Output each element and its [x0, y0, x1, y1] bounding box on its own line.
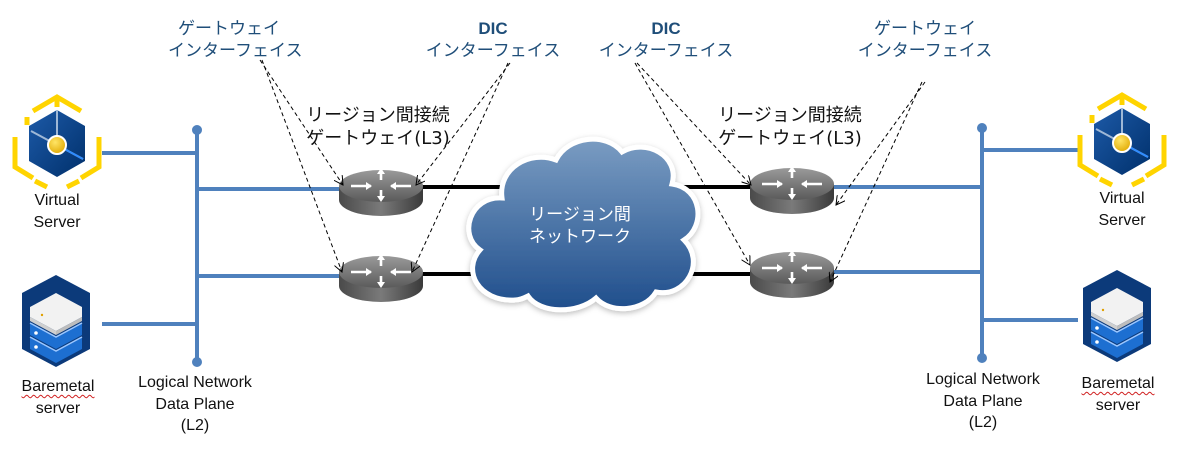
label-line: server — [35, 399, 81, 417]
dic-interface-right-label: DIC インターフェイス — [596, 18, 736, 62]
label-line: ゲートウェイ — [874, 19, 976, 39]
inter-region-gateway-right-label: リージョン間接続 ゲートウェイ(L3) — [705, 104, 875, 151]
label-line: Logical Network — [138, 374, 252, 391]
label-line: リージョン間接続 — [718, 105, 862, 126]
label-line: ネットワーク — [529, 227, 631, 248]
label-line: リージョン間接続 — [306, 105, 450, 126]
baremetal-right-label: Baremetal server — [1068, 373, 1168, 416]
label-line: Baremetal — [1081, 375, 1155, 392]
logical-network-left-label: Logical Network Data Plane (L2) — [120, 372, 270, 437]
callout-arrows — [259, 59, 926, 282]
gateway-interface-right-label: ゲートウェイ インターフェイス — [855, 18, 995, 62]
baremetal-left-label: Baremetal server — [8, 376, 108, 419]
label-line: DIC — [651, 19, 681, 38]
gateway-interface-left-label: ゲートウェイ インターフェイス — [168, 18, 303, 62]
label-line: ゲートウェイ(L3) — [306, 128, 450, 150]
label-line: (L2) — [968, 414, 998, 432]
l2-bus-left-top-endpoint — [192, 125, 202, 135]
label-line: インターフェイス — [598, 41, 734, 62]
l2-bus-right-top-endpoint — [977, 123, 987, 133]
router-right-bottom — [748, 248, 836, 300]
baremetal-left-icon — [21, 274, 91, 368]
dic-interface-left-label: DIC インターフェイス — [423, 18, 563, 62]
virtual-server-left-label: Virtual Server — [10, 190, 104, 233]
router-right-top — [748, 164, 836, 216]
label-line: Server — [1098, 211, 1146, 229]
label-line: Baremetal — [21, 378, 95, 395]
router-left-bottom — [337, 252, 425, 304]
virtual-server-left-icon — [15, 97, 99, 187]
label-line: ゲートウェイ(L3) — [718, 128, 862, 150]
label-line: Data Plane — [943, 392, 1023, 410]
label-line: Server — [33, 213, 81, 231]
l2-bus-left-bottom-endpoint — [192, 357, 202, 367]
virtual-server-right-icon — [1080, 95, 1164, 185]
logical-network-right-label: Logical Network Data Plane (L2) — [908, 369, 1058, 434]
l2-bus-right — [833, 128, 1078, 358]
label-line: インターフェイス — [425, 41, 561, 62]
l2-bus-left — [102, 130, 342, 362]
router-left-top — [337, 166, 425, 218]
label-line: ゲートウェイ — [178, 19, 280, 39]
label-line: Logical Network — [926, 371, 1040, 388]
cloud-label: リージョン間 ネットワーク — [510, 204, 650, 248]
label-line: インターフェイス — [857, 41, 993, 62]
l2-bus-right-bottom-endpoint — [977, 353, 987, 363]
label-line: Data Plane — [155, 395, 235, 413]
cloud-icon — [466, 136, 701, 313]
label-line: DIC — [478, 19, 508, 38]
baremetal-right-icon — [1082, 269, 1152, 363]
label-line: server — [1095, 396, 1141, 414]
label-line: リージョン間 — [529, 205, 631, 225]
label-line: インターフェイス — [168, 41, 303, 62]
virtual-server-right-label: Virtual Server — [1075, 188, 1169, 231]
label-line: Virtual — [1099, 190, 1145, 207]
inter-region-gateway-left-label: リージョン間接続 ゲートウェイ(L3) — [293, 104, 463, 151]
label-line: (L2) — [180, 417, 210, 435]
label-line: Virtual — [34, 192, 80, 209]
